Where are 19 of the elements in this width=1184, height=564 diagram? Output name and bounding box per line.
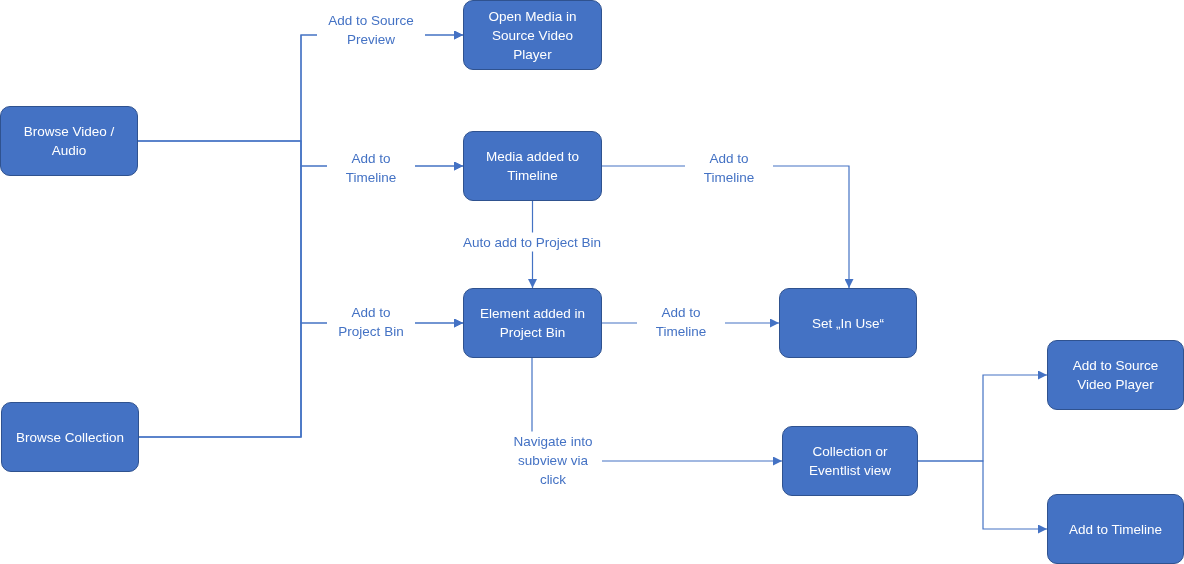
box-text: Set „In Use“ bbox=[812, 314, 884, 333]
box-text: Browse Video / Audio bbox=[22, 123, 116, 160]
process-box bbox=[1, 402, 139, 472]
process-box bbox=[1047, 494, 1184, 564]
box-text: Add to Source Video Player bbox=[1071, 357, 1160, 394]
box-text: Add to Timeline bbox=[1068, 520, 1163, 539]
process-box bbox=[463, 131, 602, 201]
process-box bbox=[779, 288, 917, 358]
arrow bbox=[917, 460, 1048, 534]
process-box bbox=[463, 288, 602, 358]
box-text: Element added in Project Bin bbox=[478, 305, 587, 342]
box-text: Media added to Timeline bbox=[484, 148, 581, 185]
process-box bbox=[463, 0, 602, 70]
box-text: Browse Collection bbox=[15, 428, 124, 447]
process-box bbox=[782, 426, 918, 496]
process-box bbox=[0, 106, 138, 176]
process-box bbox=[1047, 340, 1184, 410]
box-text: Open Media in Source Video Player bbox=[487, 7, 578, 64]
box-text: Collection or Eventlist view bbox=[808, 443, 892, 480]
